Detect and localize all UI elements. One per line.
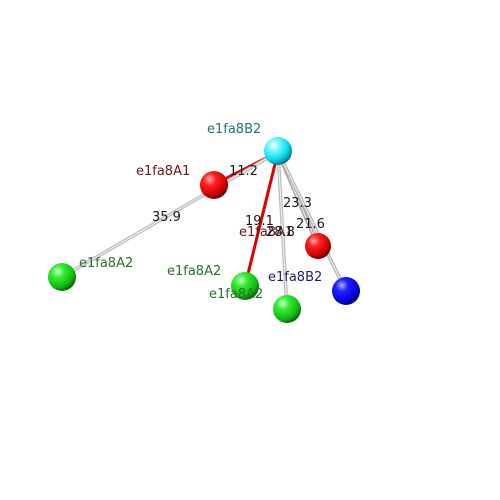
distance-label-23-3: 23.3 <box>283 196 312 211</box>
distance-label-35-9: 35.9 <box>152 210 181 225</box>
atom-label-green-lower: e1fa8A2 <box>209 287 263 302</box>
atom-label-green-far-left: e1fa8A2 <box>79 256 133 271</box>
bond-cyan-blue <box>276 151 348 292</box>
distance-label-19-1: 19.1 <box>245 214 274 229</box>
bonds-layer <box>61 150 348 310</box>
atom-red-left-sphere[interactable] <box>200 171 228 199</box>
atom-green-far-left-sphere[interactable] <box>48 263 76 291</box>
bond-cyan-green-lower <box>276 151 289 310</box>
atom-label-red-right: e1fa8A1 <box>239 225 293 240</box>
atom-label-red-left: e1fa8A1 <box>136 164 190 179</box>
bond-cyan-green-far-left <box>61 150 279 279</box>
bond-cyan-green-center <box>243 151 280 287</box>
atom-blue-sphere[interactable] <box>332 277 360 305</box>
atom-label-cyan: e1fa8B2 <box>207 122 261 137</box>
distance-label-21-6: 21.6 <box>296 217 325 232</box>
atom-labels: e1fa8B2 e1fa8A1 e1fa8A1 e1fa8A2 e1fa8A2 … <box>79 122 322 302</box>
atom-cyan-sphere[interactable] <box>264 137 292 165</box>
atom-green-center-sphere[interactable] <box>231 272 259 300</box>
atom-label-blue: e1fa8B2 <box>268 270 322 285</box>
distance-label-28-8: 28.8 <box>266 225 295 240</box>
distance-label-11-2: 11.2 <box>229 164 258 179</box>
atom-green-lower-sphere[interactable] <box>273 295 301 323</box>
atom-red-right-sphere[interactable] <box>305 233 331 259</box>
atom-label-green-center: e1fa8A2 <box>167 264 221 279</box>
atoms-layer <box>48 137 360 323</box>
distance-labels: 11.2 35.9 19.1 28.8 21.6 23.3 <box>152 164 325 240</box>
